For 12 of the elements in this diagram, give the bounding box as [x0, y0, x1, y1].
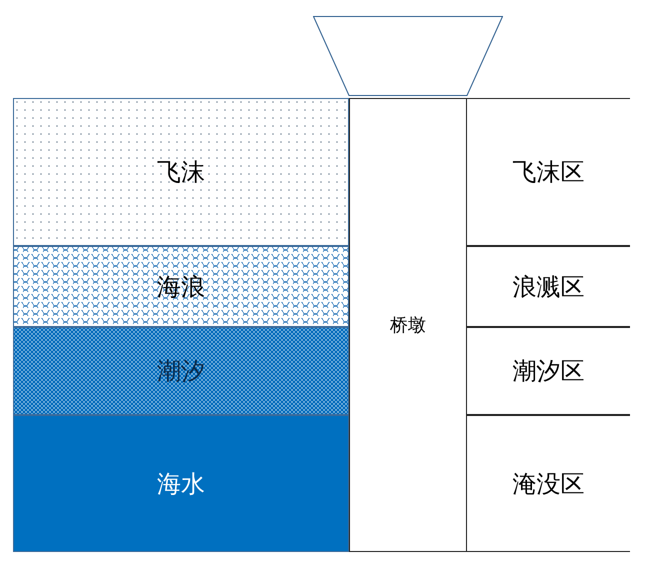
zone-label: 淹没区	[512, 468, 584, 500]
zone-label: 潮汐区	[512, 356, 584, 387]
zone-band	[467, 327, 630, 415]
pier-label: 桥墩	[390, 314, 426, 337]
zone-label: 浪溅区	[512, 272, 584, 302]
zone-band	[467, 415, 630, 552]
zone-band	[467, 98, 630, 246]
layer-label: 海水	[157, 468, 205, 500]
layer-label: 潮汐	[157, 356, 205, 387]
layer-label: 飞沫	[157, 157, 205, 188]
zone-label: 飞沫区	[512, 157, 584, 188]
zone-band	[467, 246, 630, 327]
